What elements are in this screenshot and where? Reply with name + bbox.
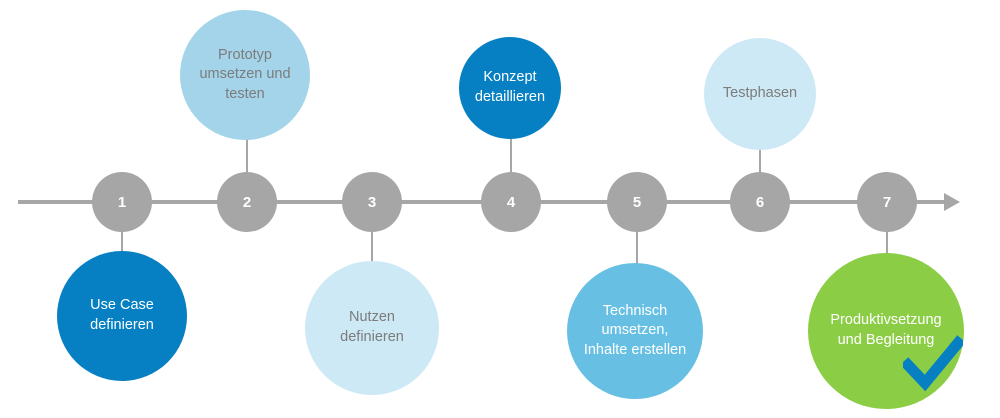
step-number: 2: [242, 193, 252, 211]
connector-1: [121, 230, 123, 255]
connector-3: [371, 230, 373, 264]
step-label: Technisch umsetzen, Inhalte erstellen: [583, 302, 687, 358]
connector-2: [246, 130, 248, 173]
timeline-arrow-icon: [944, 193, 960, 211]
step-bubble-5: Technisch umsetzen, Inhalte erstellen: [567, 263, 703, 399]
step-number: 4: [506, 193, 516, 211]
checkmark-icon: [903, 335, 963, 391]
step-node-3: 3: [342, 172, 402, 232]
step-label: Nutzen definieren: [340, 309, 404, 345]
step-bubble-1: Use Case definieren: [57, 251, 187, 381]
step-label: Use Case definieren: [90, 297, 154, 333]
step-node-5: 5: [607, 172, 667, 232]
step-node-1: 1: [92, 172, 152, 232]
step-bubble-4: Konzept detaillieren: [459, 37, 561, 139]
connector-5: [636, 230, 638, 268]
step-node-7: 7: [857, 172, 917, 232]
connector-4: [510, 136, 512, 174]
step-node-2: 2: [217, 172, 277, 232]
step-label: Testphasen: [722, 85, 798, 102]
step-bubble-6: Testphasen: [704, 38, 816, 150]
connector-7: [886, 230, 888, 258]
step-label: Prototyp umsetzen und testen: [199, 46, 291, 102]
step-number: 5: [632, 193, 642, 211]
step-number: 7: [882, 193, 892, 211]
step-number: 1: [117, 193, 127, 211]
step-node-4: 4: [481, 172, 541, 232]
connector-6: [759, 148, 761, 174]
step-number: 3: [367, 193, 377, 211]
step-label: Konzept detaillieren: [474, 69, 546, 105]
step-number: 6: [755, 193, 765, 211]
step-node-6: 6: [730, 172, 790, 232]
step-bubble-2: Prototyp umsetzen und testen: [180, 10, 310, 140]
step-bubble-7: Produktivsetzung und Begleitung: [808, 253, 964, 409]
step-bubble-3: Nutzen definieren: [305, 261, 439, 395]
step-label: Produktivsetzung und Begleitung: [830, 312, 942, 348]
